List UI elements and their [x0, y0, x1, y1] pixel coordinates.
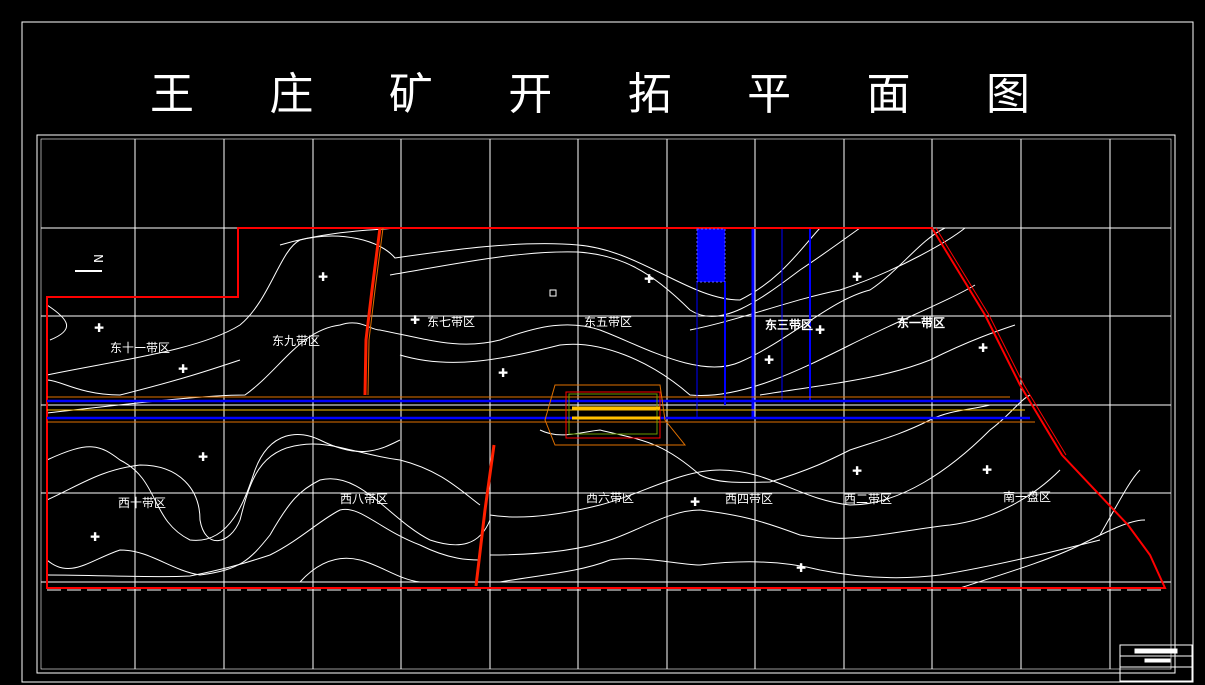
borehole-icon: ✚ — [94, 321, 104, 335]
borehole-icon: ✚ — [978, 341, 988, 355]
marker-square — [549, 289, 557, 297]
inner-frame-2 — [40, 138, 1172, 670]
zone-label: 东九带区 — [272, 334, 320, 348]
fault-line-edge — [367, 227, 384, 396]
title-block — [1119, 644, 1193, 682]
outer-frame — [21, 21, 1194, 683]
borehole-icon: ✚ — [498, 366, 508, 380]
title-char: 平 — [747, 69, 792, 120]
shaft-yard — [544, 384, 687, 446]
zone-label: 西十带区 — [118, 496, 166, 510]
title-char: 拓 — [627, 69, 672, 120]
zone-label: 西八带区 — [340, 492, 388, 506]
panel-roadways — [696, 229, 811, 418]
zone-label: 南一盘区 — [1003, 489, 1051, 504]
title-char: 图 — [985, 69, 1030, 120]
svg-text:N: N — [92, 254, 106, 263]
borehole-icon: ✚ — [815, 323, 825, 337]
north-arrow-icon: N — [75, 254, 106, 272]
borehole-markers: ✚ ✚ ✚ ✚ ✚ ✚ ✚ ✚ ✚ ✚ ✚ ✚ ✚ ✚ ✚ ✚ — [90, 270, 992, 575]
borehole-icon: ✚ — [852, 464, 862, 478]
fault-line — [474, 444, 496, 587]
borehole-icon: ✚ — [644, 272, 654, 286]
inner-frame — [36, 134, 1176, 674]
borehole-icon: ✚ — [796, 561, 806, 575]
title-char: 王 — [150, 69, 194, 120]
zone-label: 东三带区 — [765, 317, 813, 332]
title-char: 开 — [508, 69, 553, 120]
main-roadways — [47, 396, 1035, 423]
title-char: 面 — [866, 69, 911, 120]
zone-label: 东十一带区 — [110, 341, 170, 355]
mine-boundary — [46, 227, 1167, 589]
borehole-icon: ✚ — [318, 270, 328, 284]
zone-label: 西四带区 — [725, 492, 773, 506]
zone-label: 西六带区 — [586, 491, 634, 505]
borehole-icon: ✚ — [178, 362, 188, 376]
borehole-icon: ✚ — [90, 530, 100, 544]
drawing-title: 王 庄 矿 开 拓 平 面 图 — [150, 58, 1030, 122]
borehole-icon: ✚ — [982, 463, 992, 477]
zone-label: 东一带区 — [897, 315, 945, 330]
zone-label: 西二带区 — [844, 492, 892, 506]
title-char: 矿 — [388, 69, 433, 120]
fault-line — [363, 227, 382, 396]
zone-label: 东五带区 — [584, 315, 632, 329]
borehole-icon: ✚ — [764, 353, 774, 367]
borehole-icon: ✚ — [690, 495, 700, 509]
hatched-panel-pattern — [696, 228, 726, 283]
zone-label: 东七带区 — [427, 315, 475, 329]
title-char: 庄 — [269, 69, 314, 120]
hatched-panel — [697, 229, 725, 282]
borehole-icon: ✚ — [852, 270, 862, 284]
borehole-icon: ✚ — [198, 450, 208, 464]
borehole-icon: ✚ — [410, 313, 420, 327]
